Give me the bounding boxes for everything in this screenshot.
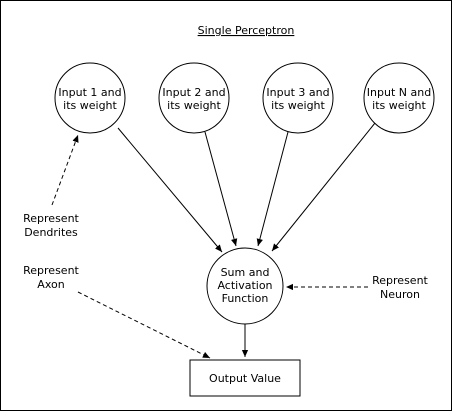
input-2-label-line2: its weight bbox=[167, 99, 221, 112]
axon-pointer-arrow bbox=[77, 291, 211, 359]
neuron-label-line3: Function bbox=[222, 292, 269, 305]
neuron-node: Sum and Activation Function bbox=[206, 247, 284, 325]
input-3-label-line1: Input 3 and bbox=[266, 86, 329, 99]
input-node-3: Input 3 and its weight bbox=[262, 62, 334, 134]
neuron-label-line1: Sum and bbox=[221, 266, 270, 279]
edge-input-n-to-neuron bbox=[271, 122, 376, 252]
diagram-title: Single Perceptron bbox=[198, 24, 295, 37]
neuron-annotation-line2: Neuron bbox=[380, 288, 420, 301]
dendrites-pointer-arrow bbox=[51, 134, 79, 206]
input-2-label-line1: Input 2 and bbox=[162, 86, 225, 99]
axon-annotation-line2: Axon bbox=[37, 278, 64, 291]
input-1-label-line1: Input 1 and bbox=[58, 86, 121, 99]
edge-input-1-to-neuron bbox=[117, 127, 223, 253]
input-n-label-line1: Input N and bbox=[367, 86, 431, 99]
input-node-1: Input 1 and its weight bbox=[54, 62, 126, 134]
input-1-label-line2: its weight bbox=[63, 99, 117, 112]
output-box: Output Value bbox=[189, 359, 301, 397]
edge-input-3-to-neuron bbox=[256, 131, 289, 247]
neuron-label-line2: Activation bbox=[217, 279, 272, 292]
axon-annotation-line1: Represent bbox=[23, 264, 79, 277]
input-3-label-line2: its weight bbox=[271, 99, 325, 112]
dendrites-annotation-line2: Dendrites bbox=[24, 226, 78, 239]
dendrites-annotation-line1: Represent bbox=[23, 212, 79, 225]
input-node-2: Input 2 and its weight bbox=[158, 62, 230, 134]
input-node-n: Input N and its weight bbox=[363, 62, 435, 134]
output-label: Output Value bbox=[209, 372, 281, 385]
neuron-annotation-line1: Represent bbox=[372, 274, 428, 287]
input-n-label-line2: its weight bbox=[372, 99, 426, 112]
edge-input-2-to-neuron bbox=[204, 131, 238, 247]
